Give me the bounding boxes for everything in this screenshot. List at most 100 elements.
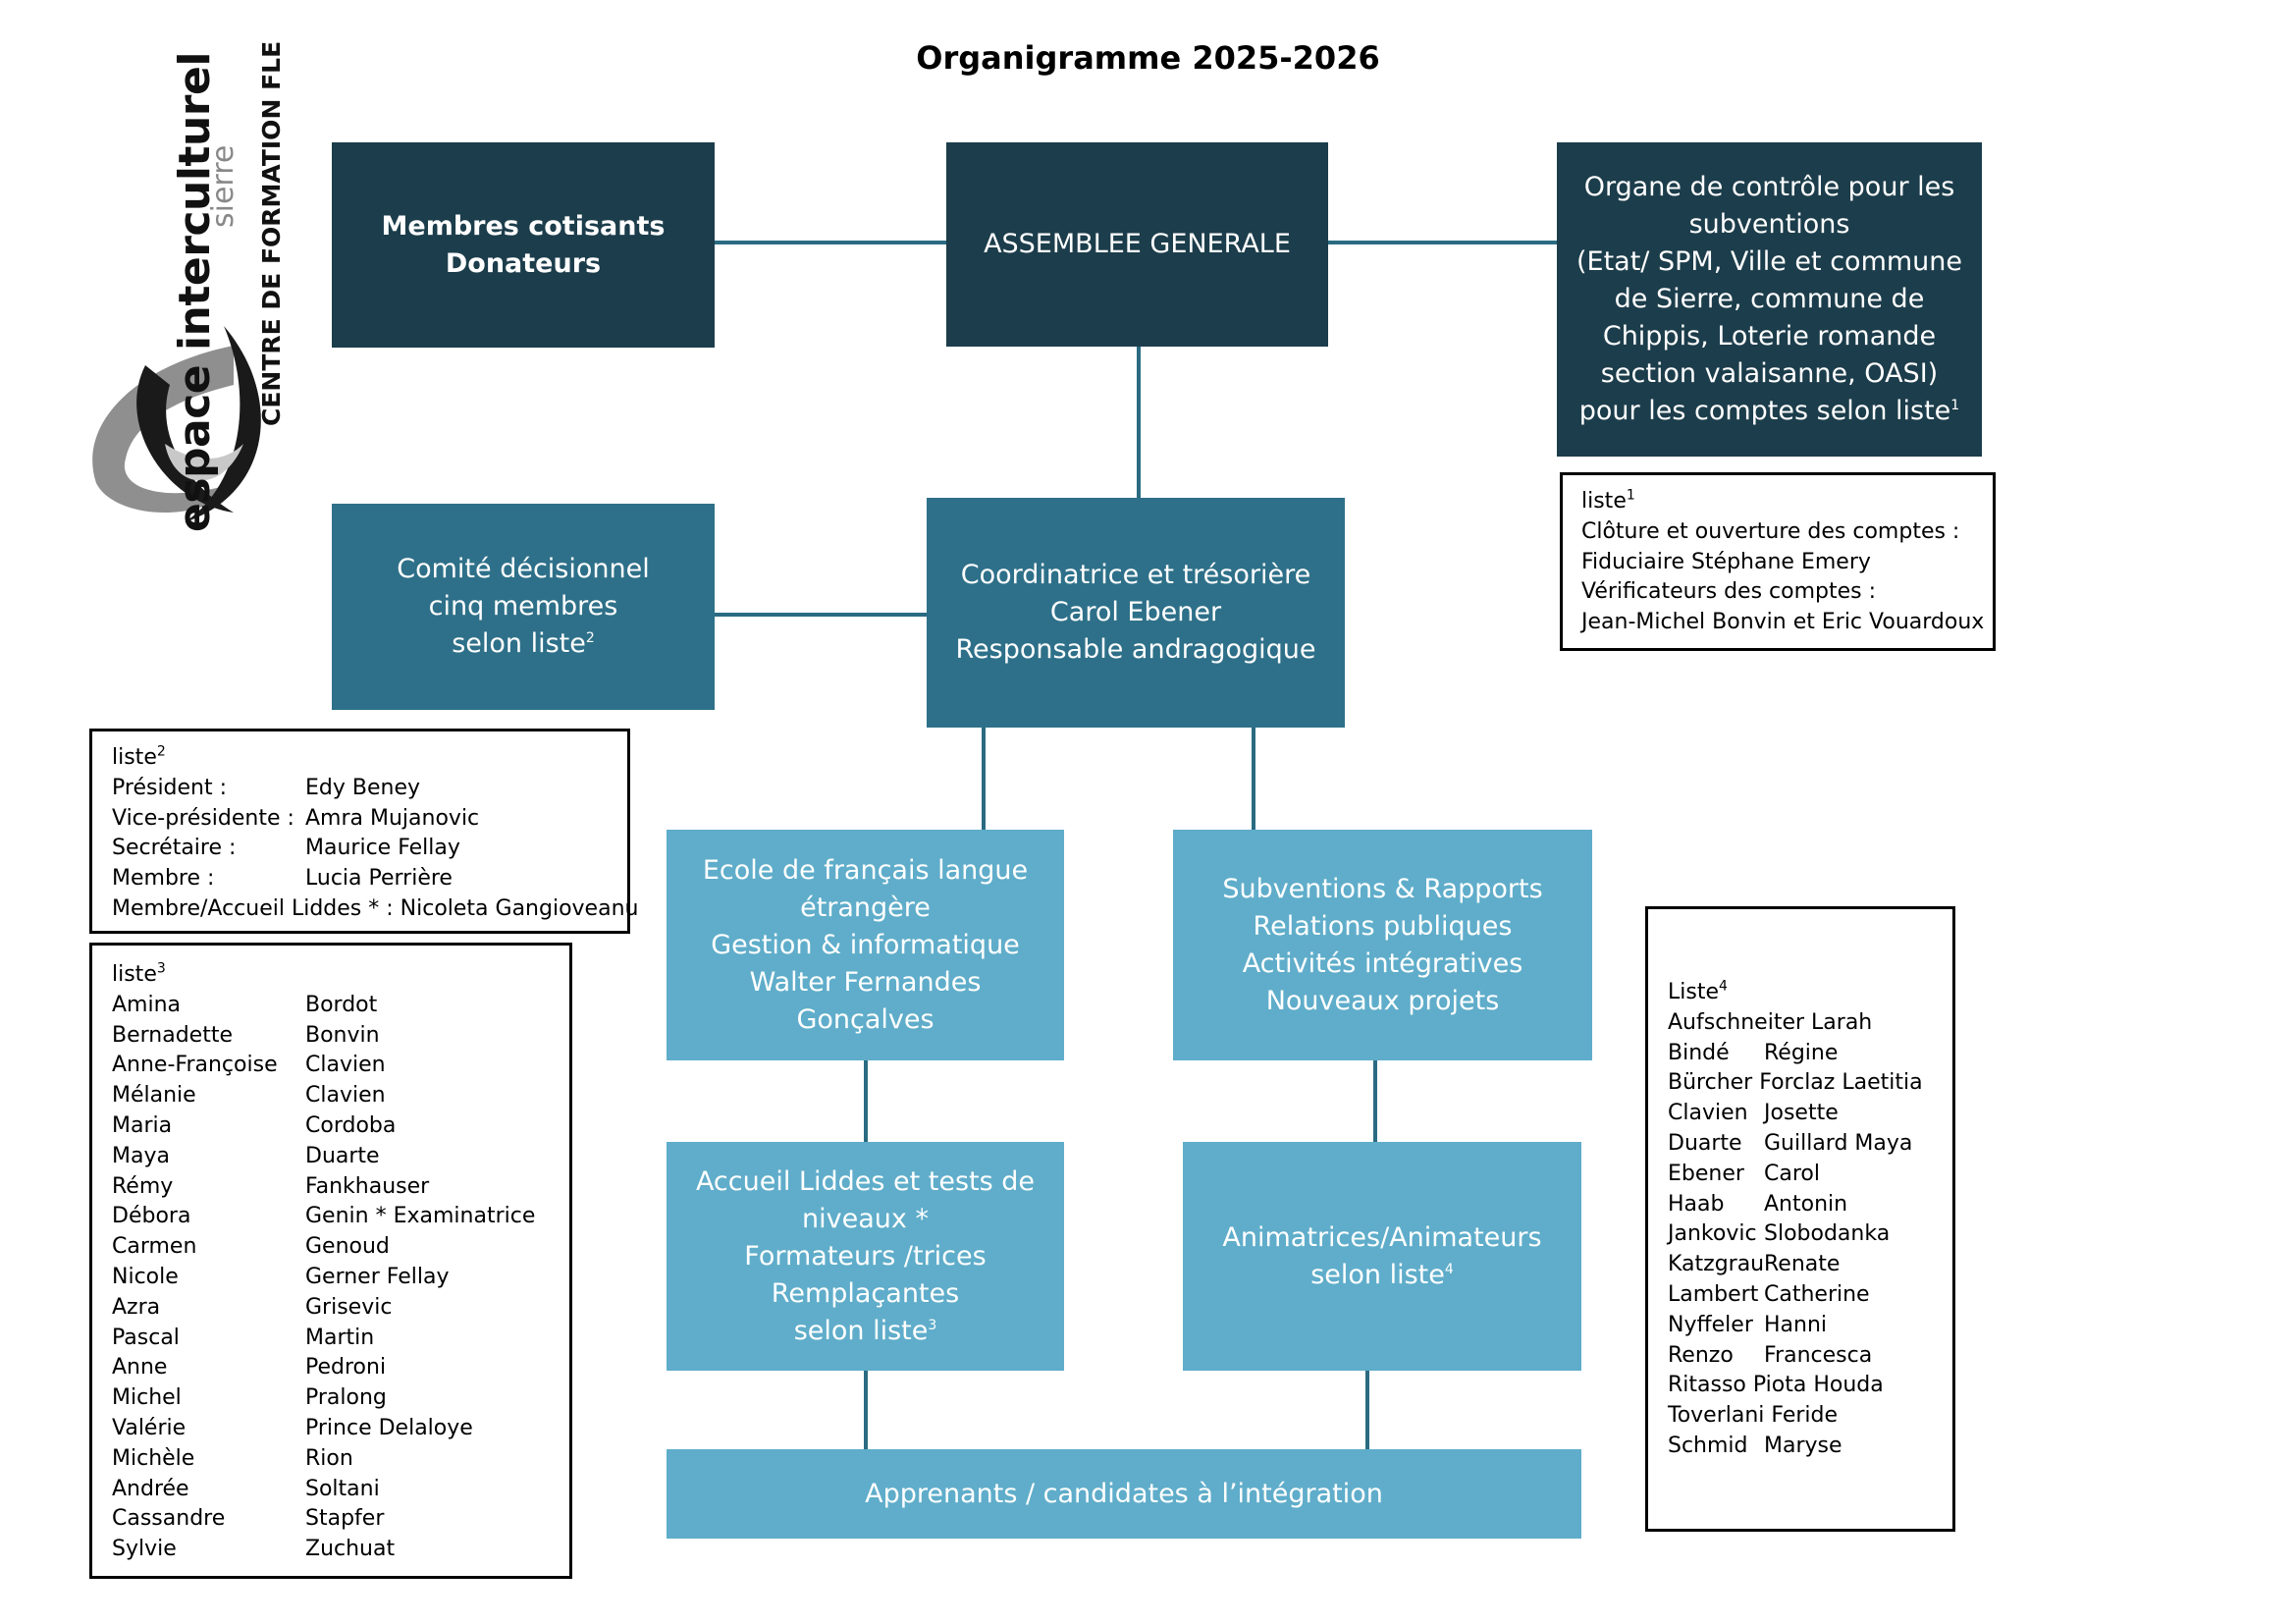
animatrices-node: Animatrices/Animateurs selon liste4 [1183,1142,1581,1371]
member-name: Edy Beney [305,775,421,800]
node-line: Responsable andragogique [955,634,1316,665]
connector-comite-coordinatrice [715,613,927,617]
assemblee-generale-node: ASSEMBLEE GENERALE [946,142,1328,347]
first-name: Valérie [112,1415,187,1440]
footnote-ref: 3 [156,960,166,977]
animator-name-b: Maryse [1764,1433,1842,1458]
animator-name-a: Renzo [1668,1342,1734,1368]
animator-name-a: Ritasso Piota Houda [1668,1373,1884,1398]
last-name: Gerner Fellay [305,1264,450,1289]
liste-line: Clôture et ouverture des comptes : [1581,518,1960,544]
list-item: Sylvie Zuchuat [112,1535,569,1565]
connector-subventions-animatrices [1373,1060,1377,1142]
list-item: Bürcher Forclaz Laetitia [1668,1068,1952,1099]
first-name: Anne [112,1355,168,1380]
node-line: Walter Fernandes Gonçalves [749,966,982,1035]
liste2-box: liste2 Président : Edy Beney Vice-préside… [89,729,639,934]
node-line: Apprenants / candidates à l’intégration [865,1478,1383,1509]
page-title: Organigramme 2025-2026 [916,39,1380,77]
organe-controle-node: Organe de contrôle pour les subventions … [1557,142,1982,457]
node-line: cinq membres [428,591,618,622]
first-name: Maria [112,1112,173,1138]
node-text: selon liste [793,1315,929,1346]
animator-name-b: Carol [1764,1161,1820,1186]
node-line: selon liste2 [452,625,595,663]
node-text: selon liste [1310,1259,1445,1290]
connector-animatrices-apprenants [1365,1371,1369,1449]
role-label: Vice-présidente : [112,805,294,831]
node-line: (Etat/ SPM, Ville et commune [1575,246,1963,277]
node-line: ASSEMBLEE GENERALE [984,229,1291,259]
liste1-box: liste1 Clôture et ouverture des comptes … [1560,472,1996,651]
list-item: Aufschneiter Larah [1668,1008,1952,1039]
node-line: Chippis, Loterie romande [1602,321,1937,352]
first-name: Pascal [112,1325,180,1350]
role-label: Membre : [112,866,215,892]
last-name: Martin [305,1325,375,1350]
first-name: Michèle [112,1445,195,1471]
logo-swirl-icon [92,326,261,522]
node-line: Carol Ebener [1049,597,1222,627]
ecole-francais-node: Ecole de français langue étrangère Gesti… [667,830,1064,1060]
subventions-rapports-node: Subventions & Rapports Relations publiqu… [1173,830,1592,1060]
liste-heading-text: liste [1581,489,1627,514]
node-line: de Sierre, commune de [1614,284,1925,314]
accueil-liddes-node: Accueil Liddes et tests de niveaux * For… [667,1142,1064,1371]
membres-cotisants-node: Membres cotisants Donateurs [332,142,715,348]
liste-heading-text: Liste [1668,980,1719,1004]
last-name: Cordoba [305,1112,397,1138]
first-name: Maya [112,1143,170,1168]
animator-name-a: Bindé [1668,1040,1730,1065]
animator-name-b: Renate [1764,1252,1841,1277]
liste-row: Secrétaire :Maurice Fellay [112,834,627,864]
liste-heading-text: liste [112,745,157,770]
role-label: Président : [112,775,228,800]
footnote-ref: 1 [1950,398,1960,413]
footnote-ref: 2 [585,630,595,646]
last-name: Bonvin [305,1022,380,1048]
connector-coordinatrice-ecole [982,728,986,830]
animator-name-a: Lambert [1668,1281,1759,1307]
last-name: Zuchuat [305,1537,396,1562]
animator-name-a: Toverlani Feride [1668,1403,1839,1429]
liste-heading: liste3 [112,960,569,991]
liste-heading-text: liste [112,962,157,987]
logo-subtitle: CENTRE DE FORMATION FLE [257,40,286,426]
liste-line: Membre/Accueil Liddes * : Nicoleta Gangi… [112,895,639,921]
animator-name-a: Ebener [1668,1161,1744,1186]
first-name: Mélanie [112,1083,196,1109]
node-line: Organe de contrôle pour les [1583,172,1955,202]
animator-name-a: Katzgrau [1668,1252,1765,1277]
list-item: Ritasso Piota Houda [1668,1371,1952,1401]
node-line: Accueil Liddes et tests de [695,1165,1036,1197]
node-line: Donateurs [445,247,602,279]
node-line: selon liste3 [794,1313,937,1350]
node-line: Subventions & Rapports [1222,873,1543,904]
node-line: subventions [1688,209,1850,240]
last-name: Genin * Examinatrice [305,1204,536,1229]
list-item: Maya Duarte [112,1142,569,1172]
node-line: étrangère [800,892,931,923]
connector-assemblee-coordinatrice [1137,347,1141,498]
last-name: Fankhauser [305,1173,430,1199]
first-name: Sylvie [112,1537,177,1562]
node-line: Coordinatrice et trésorière [960,560,1311,590]
last-name: Grisevic [305,1294,393,1320]
first-name: Cassandre [112,1506,226,1532]
footnote-ref: 2 [156,743,166,760]
last-name: Duarte [305,1143,380,1168]
liste-row: Vice-présidente :Amra Mujanovic [112,804,627,835]
liste-heading: liste2 [112,743,627,774]
first-name: Rémy [112,1173,174,1199]
